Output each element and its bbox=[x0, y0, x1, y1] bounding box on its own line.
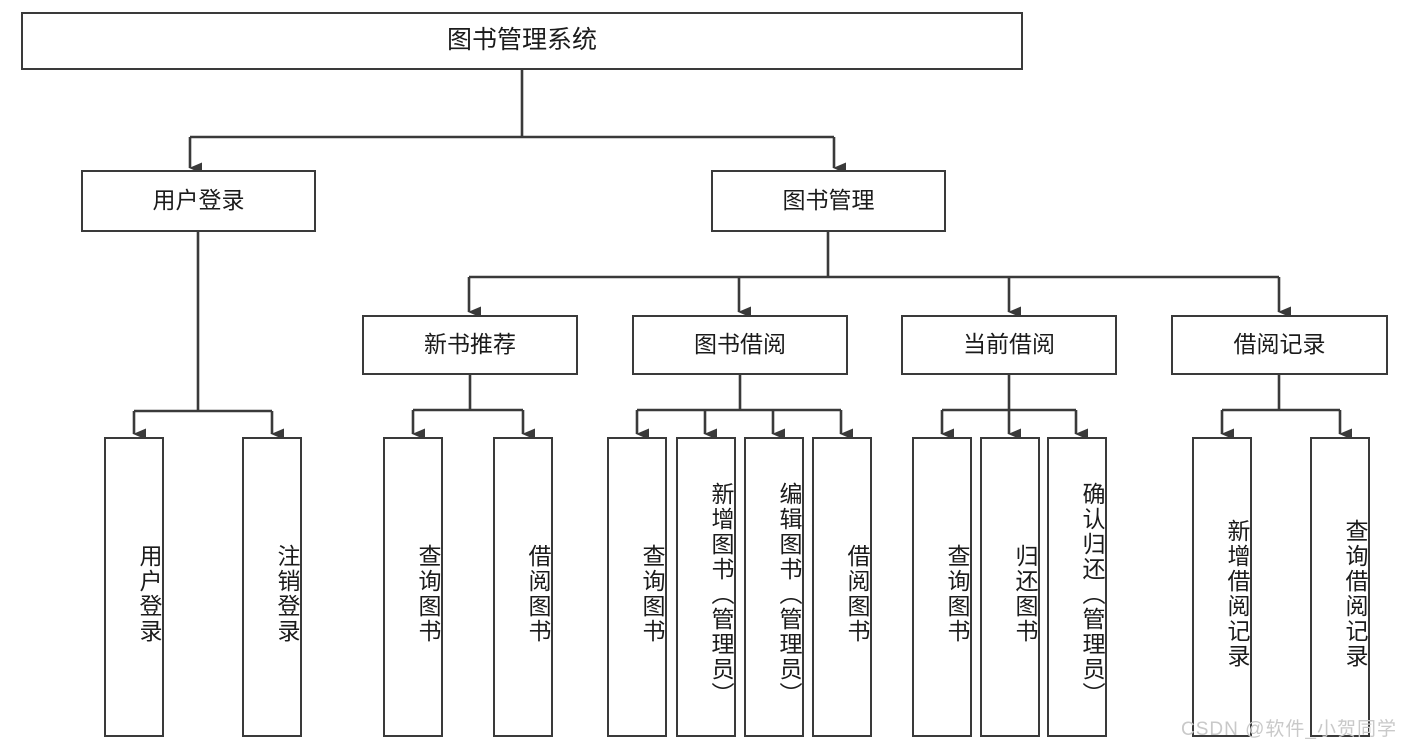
node-user-login[interactable]: 用户登录 bbox=[81, 170, 316, 232]
leaf-return-book-label: 归还图书 bbox=[1012, 544, 1038, 644]
csdn-watermark: CSDN @软件_小贺同学 bbox=[1181, 719, 1397, 740]
node-borrow-record[interactable]: 借阅记录 bbox=[1171, 315, 1388, 375]
leaf-edit-book[interactable]: 编辑图书（管理员） bbox=[744, 437, 804, 737]
leaf-borrow-book-1-label: 借阅图书 bbox=[525, 544, 551, 644]
leaf-query-book-1-label: 查询图书 bbox=[415, 544, 441, 644]
node-book-manage-label: 图书管理 bbox=[782, 187, 875, 214]
leaf-user-login[interactable]: 用户登录 bbox=[104, 437, 164, 737]
leaf-query-record[interactable]: 查询借阅记录 bbox=[1310, 437, 1370, 737]
node-current-borrow[interactable]: 当前借阅 bbox=[901, 315, 1117, 375]
leaf-query-book-2[interactable]: 查询图书 bbox=[607, 437, 667, 737]
leaf-query-book-2-label: 查询图书 bbox=[639, 544, 665, 644]
node-book-manage[interactable]: 图书管理 bbox=[711, 170, 946, 232]
node-new-book-recommend[interactable]: 新书推荐 bbox=[362, 315, 578, 375]
leaf-query-book-1[interactable]: 查询图书 bbox=[383, 437, 443, 737]
node-root-label: 图书管理系统 bbox=[446, 26, 597, 55]
leaf-user-login-label: 用户登录 bbox=[136, 544, 162, 644]
leaf-confirm-return[interactable]: 确认归还（管理员） bbox=[1047, 437, 1107, 737]
leaf-add-record-label: 新增借阅记录 bbox=[1224, 519, 1250, 669]
leaf-query-book-3[interactable]: 查询图书 bbox=[912, 437, 972, 737]
leaf-add-book[interactable]: 新增图书（管理员） bbox=[676, 437, 736, 737]
node-borrow-record-label: 借阅记录 bbox=[1233, 331, 1326, 358]
node-book-borrow-label: 图书借阅 bbox=[694, 331, 786, 358]
leaf-query-record-label: 查询借阅记录 bbox=[1342, 519, 1368, 669]
leaf-borrow-book-1[interactable]: 借阅图书 bbox=[493, 437, 553, 737]
leaf-add-record[interactable]: 新增借阅记录 bbox=[1192, 437, 1252, 737]
leaf-add-book-label: 新增图书（管理员） bbox=[708, 481, 734, 707]
leaf-user-logout[interactable]: 注销登录 bbox=[242, 437, 302, 737]
node-current-borrow-label: 当前借阅 bbox=[963, 331, 1055, 358]
node-book-borrow[interactable]: 图书借阅 bbox=[632, 315, 848, 375]
leaf-return-book[interactable]: 归还图书 bbox=[980, 437, 1040, 737]
node-user-login-label: 用户登录 bbox=[152, 187, 245, 214]
leaf-borrow-book-2[interactable]: 借阅图书 bbox=[812, 437, 872, 737]
leaf-confirm-return-label: 确认归还（管理员） bbox=[1079, 481, 1105, 707]
leaf-query-book-3-label: 查询图书 bbox=[944, 544, 970, 644]
leaf-borrow-book-2-label: 借阅图书 bbox=[844, 544, 870, 644]
leaf-user-logout-label: 注销登录 bbox=[274, 544, 300, 644]
leaf-edit-book-label: 编辑图书（管理员） bbox=[776, 481, 802, 707]
node-new-book-recommend-label: 新书推荐 bbox=[424, 331, 516, 358]
node-root[interactable]: 图书管理系统 bbox=[21, 12, 1023, 70]
